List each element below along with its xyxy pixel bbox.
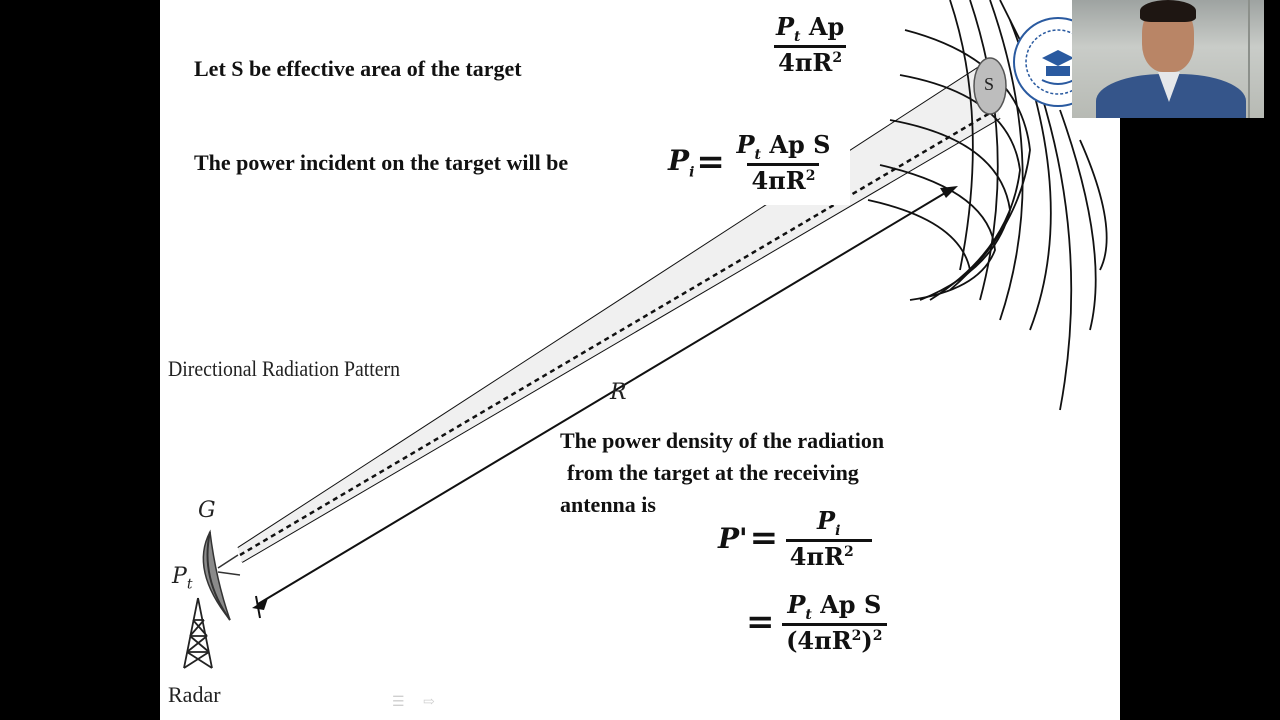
pattern-label: Directional Radiation Pattern (168, 356, 401, 381)
webcam-video (1072, 0, 1264, 118)
density-line-1: The power density of the radiation (560, 428, 885, 453)
range-arrow-head-start (252, 598, 268, 610)
slide-navigation-controls[interactable]: ☰ ⇨ (392, 694, 435, 710)
density-line-3: antenna is (560, 492, 656, 517)
transmit-power-label: Pt (172, 564, 193, 593)
target-shape (973, 57, 1007, 115)
beam-fill (238, 60, 1000, 562)
formula-power-incident: Pi= Pt Ap S 4πR2 (664, 128, 851, 205)
next-slide-arrow-icon[interactable]: ⇨ (423, 694, 435, 710)
formula-power-density-at-target: Pt Ap 4πR2 (774, 12, 847, 77)
slide-menu-icon[interactable]: ☰ (392, 694, 405, 710)
beam-center-dashed (239, 108, 996, 557)
gain-label: G (198, 498, 216, 523)
college-logo (1013, 17, 1076, 107)
formula-power-density-expanded: = Pt Ap S (4πR2)2 (744, 590, 887, 655)
range-label: R (610, 380, 627, 405)
formula-power-density-at-receiver: P'= Pi 4πR2 (718, 506, 872, 571)
range-arrow (257, 189, 951, 605)
line-effective-area: Let S be effective area of the target (194, 56, 522, 81)
radar-label: Radar (168, 682, 221, 707)
range-arrow-head-end (940, 186, 958, 198)
density-line-2: from the target at the receiving (567, 460, 859, 485)
line-power-incident: The power incident on the target will be (194, 150, 569, 175)
radar-tower (183, 597, 213, 669)
slide: Let S be effective area of the target Th… (160, 0, 1120, 720)
target-label: S (984, 74, 995, 94)
range-tick (255, 595, 261, 619)
